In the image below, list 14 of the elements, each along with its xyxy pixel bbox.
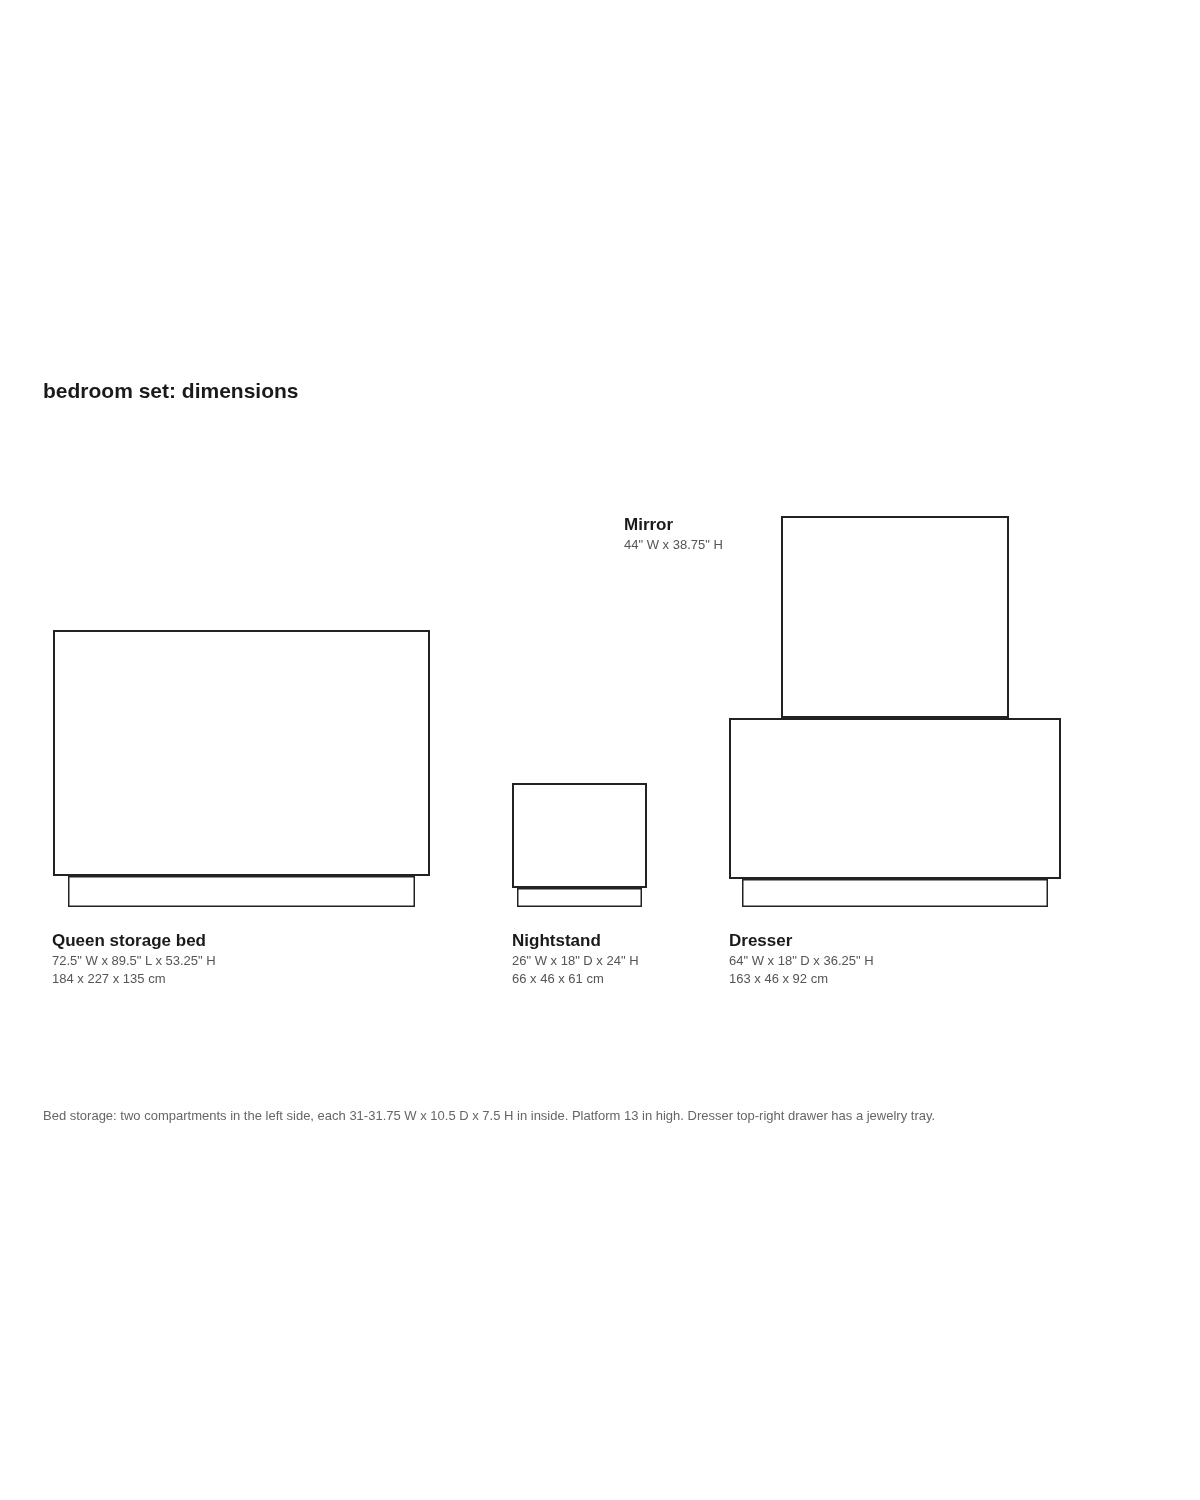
item-name: Queen storage bed [52,930,207,952]
dimension-text: 72.5" W x 89.5" L x 53.25" H [52,952,216,970]
dimension-text: 64" W x 18" D x 36.25" H [729,952,874,970]
footnote: Bed storage: two compartments in the left side, each 31-31.75 W x 10.5 D x 7.5 H in inside. Platform 13 in high. Dresser top-right drawer has a jewelry tray. [43,1108,936,1123]
dimension-text: 184 x 227 x 135 cm [52,970,167,988]
diagram-title: bedroom set: dimensions [43,379,299,403]
dimension-text: 163 x 46 x 92 cm [729,970,829,988]
dimension-text: 44" W x 38.75" H [624,536,723,554]
item-name: Dresser [729,930,794,952]
dimension-text: 66 x 46 x 61 cm [512,970,605,988]
dimension-text: 26" W x 18" D x 24" H [512,952,639,970]
item-name: Mirror [624,514,675,536]
mirror-drawing [781,516,1009,718]
item-name: Nightstand [512,930,602,952]
